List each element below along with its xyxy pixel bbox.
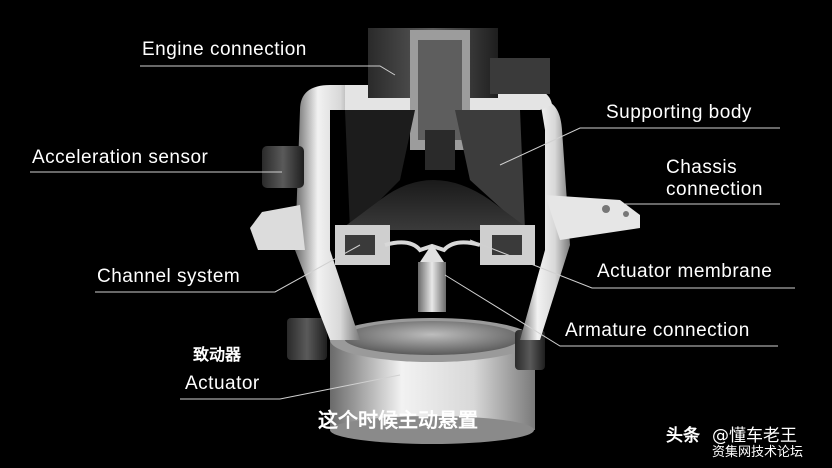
label-actuator: Actuator — [185, 373, 260, 394]
actuator-housing — [330, 318, 535, 444]
leader-engine-connection — [140, 65, 396, 76]
watermark-brand: 头条 — [666, 426, 700, 446]
label-chassis-connection-line2: connection — [666, 179, 763, 200]
watermark-forum: 资集网技术论坛 — [712, 445, 804, 460]
label-actuator-membrane: Actuator membrane — [597, 261, 773, 282]
label-armature-connection: Armature connection — [565, 320, 750, 341]
label-channel-system: Channel system — [97, 266, 241, 287]
leader-actuator-membrane — [469, 239, 795, 289]
armature-pin — [418, 244, 446, 312]
acceleration-sensor-block — [262, 146, 304, 188]
video-subtitle: 这个时候主动悬置 — [318, 408, 478, 432]
chassis-flange — [250, 195, 640, 250]
watermark-handle: @懂车老王 — [712, 426, 797, 446]
leader-armature-connection — [444, 274, 778, 347]
label-supporting-body: Supporting body — [606, 102, 752, 123]
label-chassis-connection-line1: Chassis — [666, 157, 738, 178]
label-acceleration-sensor: Acceleration sensor — [32, 147, 209, 168]
rubber-spring-body — [340, 110, 530, 230]
leader-actuator — [180, 374, 401, 400]
label-engine-connection: Engine connection — [142, 39, 307, 60]
channel-ring — [335, 225, 535, 265]
leader-channel-system — [95, 244, 361, 293]
label-actuator-chinese: 致动器 — [193, 345, 242, 364]
leader-supporting-body — [499, 127, 780, 166]
leader-lines — [30, 65, 795, 400]
